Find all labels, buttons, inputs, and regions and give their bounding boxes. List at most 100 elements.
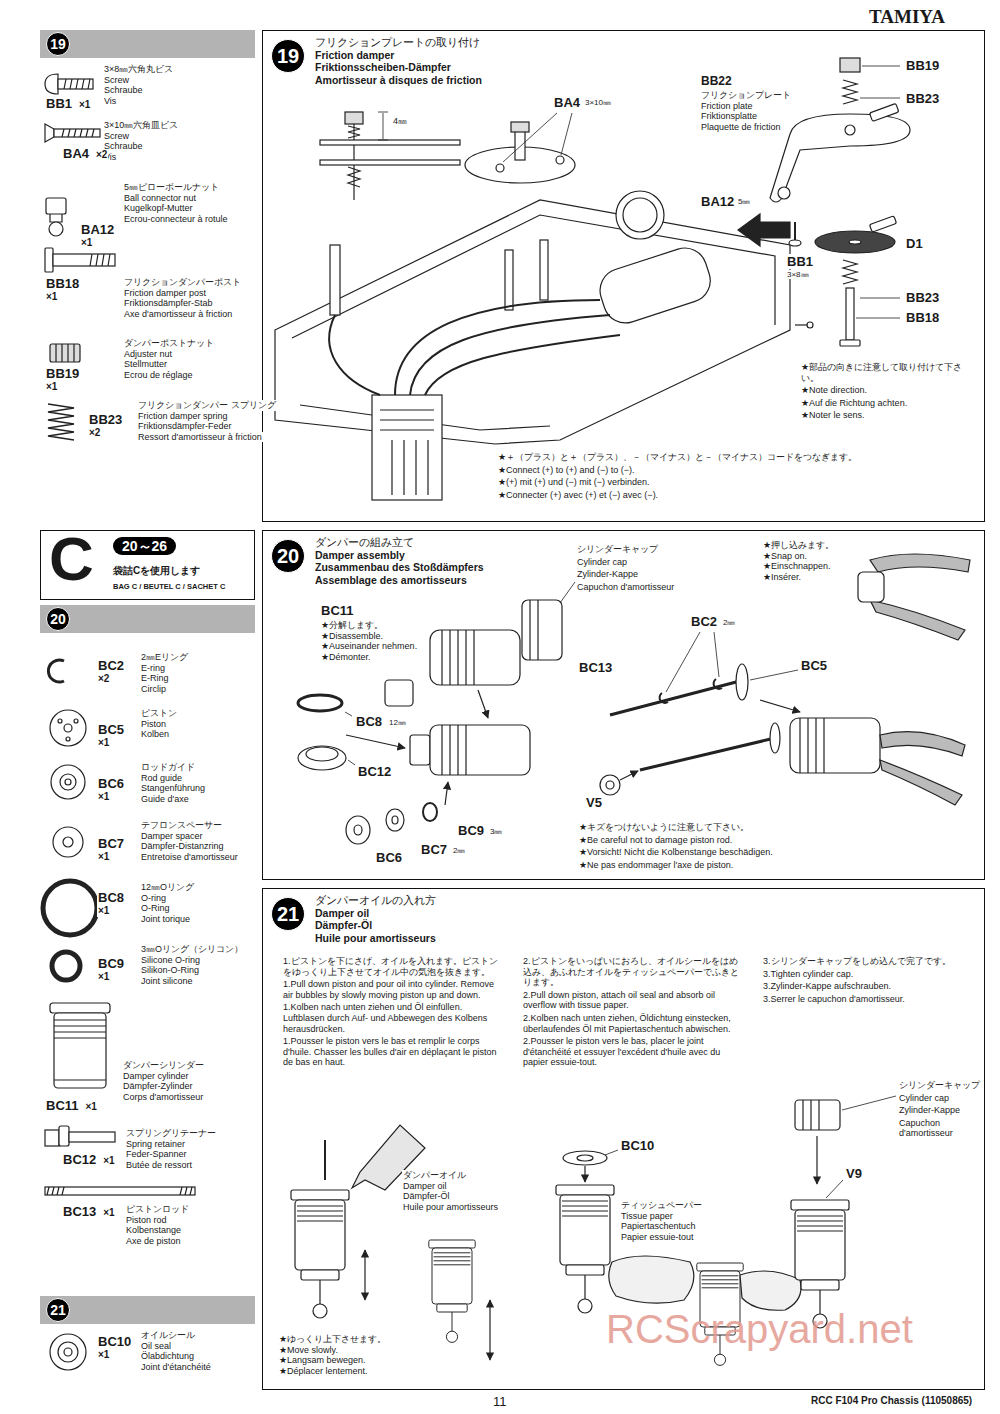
illustration-shape <box>600 775 620 795</box>
label-text: Ressort d'amortisseur à friction <box>137 432 263 443</box>
label-group: BA4 <box>553 95 581 110</box>
instruction-note: 3.Serrer le capuchon d'amortisseur. <box>762 994 906 1005</box>
illustration-shape <box>800 718 824 773</box>
part-code: BC12 <box>357 764 392 779</box>
illustration-shape <box>324 1140 326 1180</box>
label-text: ★Move slowly. <box>278 1345 339 1356</box>
illustration-shape <box>348 126 360 138</box>
illustration-shape <box>348 167 360 187</box>
step-title: フリクションプレートの取り付け <box>315 36 480 48</box>
label-text: ★Démonter. <box>320 652 372 663</box>
label-text: 3×8㎜ <box>786 270 810 279</box>
illustration-shape <box>50 1334 86 1370</box>
label-text: Papier essuie-tout <box>620 1232 695 1243</box>
label-group: BC8 <box>355 714 383 729</box>
illustration-shape <box>790 718 880 773</box>
illustration-shape <box>869 103 898 121</box>
label-group: 2㎜ <box>722 618 736 627</box>
step-title: Huile pour amortisseurs <box>315 932 436 944</box>
illustration-shape <box>445 782 448 805</box>
illustration-shape <box>623 198 657 232</box>
illustration-shape <box>50 214 62 222</box>
illustration-shape <box>306 747 338 761</box>
label-group: RCC F104 Pro Chassis (11050865) <box>810 1395 973 1407</box>
illustration-shape <box>530 600 538 660</box>
step-range: 20～26 <box>113 537 176 555</box>
illustration-shape <box>320 160 460 165</box>
label-group: テフロンスペーサーDamper spacerDämpfer-Distanzrin… <box>140 820 239 862</box>
label-text: フリクションダンパー スプリング <box>137 400 277 411</box>
illustration-shape <box>736 664 748 700</box>
illustration-shape <box>556 1185 614 1313</box>
label-text: Ball connector nut <box>123 193 197 204</box>
label-group: シリンダーキャップCylinder capZylinder-KappeCapuc… <box>898 1080 984 1139</box>
label-text: 3㎜ <box>489 827 503 836</box>
illustration-shape <box>410 315 610 395</box>
label-group: ★分解します。★Disassemble.★Auseinander nehmen.… <box>320 620 418 662</box>
label-text: 2㎜ <box>452 846 466 855</box>
label-text: Schraube <box>103 85 144 96</box>
label-group: BC2×2 <box>97 658 125 685</box>
illustration-shape <box>275 200 790 444</box>
part-code: D1 <box>905 236 924 251</box>
label-group: BB19 <box>905 58 940 73</box>
part-code: BC10 <box>620 1138 655 1153</box>
label-text: Friction damper spring <box>137 411 229 422</box>
instruction-note: Capuchon d'amortisseur <box>576 582 675 593</box>
illustration-shape <box>540 240 548 300</box>
part-code: ×1 <box>97 851 110 863</box>
illustration-shape <box>52 952 80 980</box>
illustration-shape <box>430 725 530 775</box>
label-text: Vis <box>103 96 117 107</box>
instruction-note: シリンダーキャップ <box>898 1080 981 1091</box>
label-group: RCScrapyard.net <box>605 1306 914 1353</box>
label-group: 5㎜ <box>737 197 751 206</box>
illustration-shape <box>45 124 54 142</box>
instruction-note: ★＋（プラス）と＋（プラス）、－（マイナス）と－（マイナス）コードをつなぎます。 <box>497 452 858 463</box>
part-code: ×2 <box>97 673 110 685</box>
label-group: 3㎜Oリング（シリコン）Silicone O-ringSilikon-O-Rin… <box>140 944 244 986</box>
label-group: BC12 <box>357 764 392 779</box>
illustration-shape <box>770 723 780 753</box>
label-group: スプリングリテーナーSpring retainerFeder-SpannerBu… <box>125 1128 217 1170</box>
label-text: 3㎜Oリング（シリコン） <box>140 944 244 955</box>
part-code: BC6 <box>97 776 125 791</box>
instruction-note: ★Auf die Richtung achten. <box>800 398 908 409</box>
instruction-note: Cylinder cap <box>576 557 628 568</box>
label-group: 11 <box>492 1394 508 1409</box>
label-text: E-Ring <box>140 673 170 684</box>
step-number: 20 <box>271 539 305 573</box>
part-code: ×2 <box>95 149 108 161</box>
illustration-shape <box>856 318 900 319</box>
label-group: BB23×2 <box>88 412 123 439</box>
label-group: オイルシールOil sealÖlabdichtungJoint d'étanch… <box>140 1330 212 1372</box>
part-code: BB23 <box>905 91 940 106</box>
label-text: Silicone O-ring <box>140 955 201 966</box>
part-code: BC13 <box>578 660 613 675</box>
step-title: Assemblage des amortisseurs <box>315 574 467 586</box>
illustration-shape <box>47 1187 192 1195</box>
illustration-shape <box>330 245 340 315</box>
part-code: ×1 <box>85 1101 98 1113</box>
illustration-shape <box>803 1100 819 1130</box>
label-group: BB1 <box>786 254 814 269</box>
illustration-shape <box>60 774 76 790</box>
illustration-shape <box>320 140 460 145</box>
label-text: ★押し込みます。 <box>762 540 835 551</box>
label-group: BC7 <box>420 842 448 857</box>
label-group: BC13×1 <box>62 1204 116 1219</box>
illustration-shape <box>65 779 71 785</box>
label-text: Piston rod <box>125 1215 168 1226</box>
instruction-note: 1.Kolben nach unten ziehen und Öl einfül… <box>282 1002 504 1034</box>
part-code: BC11 <box>320 603 355 618</box>
label-text: Ölabdichtung <box>140 1351 195 1362</box>
label-text: O-Ring <box>140 903 171 914</box>
illustration-shape <box>385 680 413 706</box>
part-code: BC2 <box>97 658 125 673</box>
label-text: Ecrou de réglage <box>123 370 194 381</box>
label-text: テフロンスペーサー <box>140 820 223 831</box>
illustration-shape <box>794 222 796 240</box>
label-group: ピストンロッドPiston rodKolbenstangeAxe de pist… <box>125 1204 190 1246</box>
instruction-note: ★Noter le sens. <box>800 410 866 421</box>
step-title: ダンパーオイルの入れ方 <box>315 894 436 906</box>
